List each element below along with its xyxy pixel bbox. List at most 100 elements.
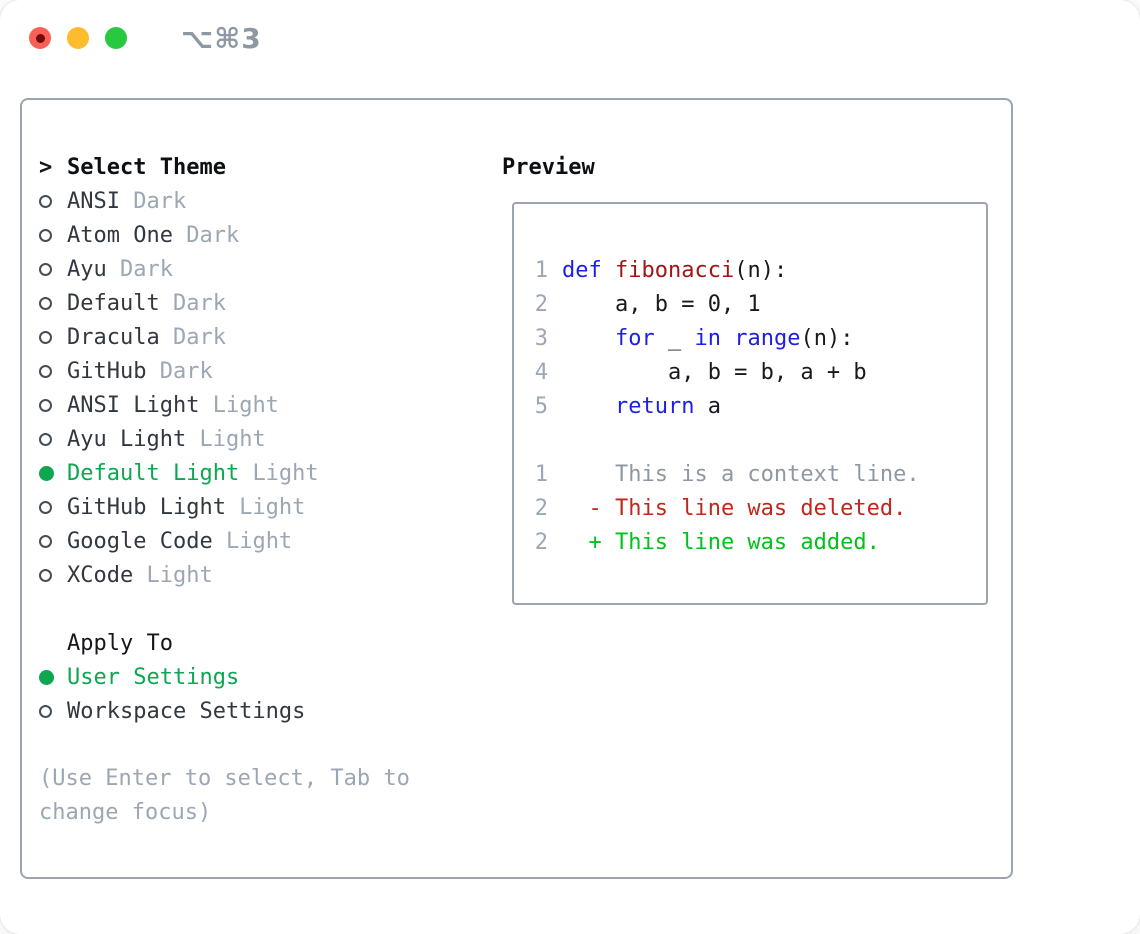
code-token: a, b = 0, 1 <box>562 291 761 317</box>
radio-selected-icon <box>39 465 54 481</box>
theme-variant-tag: Dark <box>133 188 187 214</box>
code-token: a <box>694 393 721 419</box>
theme-option-label: Ayu <box>67 256 120 282</box>
theme-option-label: GitHub <box>67 358 160 384</box>
theme-variant-tag: Light <box>146 562 213 588</box>
minimize-button[interactable] <box>67 27 89 49</box>
theme-variant-tag: Light <box>239 494 306 520</box>
code-token: - This line was deleted. <box>562 495 907 521</box>
apply-to-option-label: User Settings <box>67 664 240 690</box>
radio-selected-icon <box>39 669 54 685</box>
theme-option-label: GitHub Light <box>67 494 240 520</box>
theme-variant-tag: Dark <box>172 290 226 316</box>
line-number: 2 <box>534 291 548 317</box>
window-shortcut-label: ⌥⌘3 <box>181 21 262 55</box>
radio-icon <box>39 568 52 582</box>
code-line: 3 for _ in range(n): <box>534 321 986 355</box>
radio-icon <box>39 398 52 412</box>
code-token <box>562 394 615 419</box>
radio-icon <box>39 534 52 548</box>
help-text: (Use Enter to select, Tab to change focu… <box>39 766 410 825</box>
code-line: 5 return a <box>534 389 986 423</box>
theme-option[interactable]: Default Dark <box>39 286 469 320</box>
apply-to-title: Apply To <box>67 630 173 656</box>
code-token: fibonacci <box>614 257 735 283</box>
theme-option[interactable]: Ayu Light Light <box>39 422 469 456</box>
radio-icon <box>39 364 52 378</box>
code-line: 2 + This line was added. <box>534 525 986 559</box>
theme-option[interactable]: Atom One Dark <box>39 218 469 252</box>
titlebar: ⌥⌘3 <box>0 0 1140 76</box>
apply-to-option-label: Workspace Settings <box>67 698 306 724</box>
code-token: return <box>614 393 695 419</box>
theme-option-label: XCode <box>67 562 147 588</box>
code-token <box>721 326 734 351</box>
radio-icon <box>39 500 52 514</box>
theme-option-label: Atom One <box>67 222 187 248</box>
code-line: 1 This is a context line. <box>534 457 986 491</box>
theme-option[interactable]: Ayu Dark <box>39 252 469 286</box>
code-token: for <box>614 325 655 351</box>
code-token: (n): <box>734 257 788 283</box>
close-button[interactable] <box>29 27 51 49</box>
code-token: range <box>734 325 801 351</box>
theme-option[interactable]: ANSI Dark <box>39 184 469 218</box>
theme-option-label: Default <box>67 290 173 316</box>
theme-option[interactable]: Google Code Light <box>39 524 469 558</box>
theme-variant-tag: Light <box>225 528 293 554</box>
line-number: 3 <box>534 325 548 351</box>
code-token: (n): <box>800 325 854 351</box>
code-line: 4 a, b = b, a + b <box>534 355 986 389</box>
apply-to-option[interactable]: User Settings <box>39 660 469 694</box>
theme-variant-tag: Light <box>199 426 266 452</box>
theme-option-label: Ayu Light <box>67 426 200 452</box>
code-token <box>562 326 615 351</box>
modified-indicator-icon <box>35 33 45 43</box>
prompt-icon: > <box>39 154 53 180</box>
theme-option-label: Google Code <box>67 528 226 554</box>
theme-variant-tag: Dark <box>172 324 226 350</box>
theme-option-label: Dracula <box>67 324 173 350</box>
code-token: + This line was added. <box>562 529 880 555</box>
code-token: _ <box>654 325 695 351</box>
line-number: 2 <box>534 529 548 555</box>
code-token: in <box>694 325 721 351</box>
radio-icon <box>39 704 52 718</box>
code-token: This is a context line. <box>562 461 920 487</box>
theme-option-label: ANSI Light <box>67 392 213 418</box>
select-theme-title: Select Theme <box>67 154 226 180</box>
theme-option[interactable]: GitHub Light Light <box>39 490 469 524</box>
theme-option[interactable]: Default Light Light <box>39 456 469 490</box>
theme-option[interactable]: Dracula Dark <box>39 320 469 354</box>
apply-to-option[interactable]: Workspace Settings <box>39 694 469 728</box>
radio-icon <box>39 432 52 446</box>
line-number: 4 <box>534 359 548 385</box>
apply-to-heading: Apply To <box>39 626 469 660</box>
theme-variant-tag: Dark <box>159 358 213 384</box>
theme-option-label: Default Light <box>67 460 253 486</box>
radio-icon <box>39 262 52 276</box>
line-number: 1 <box>534 461 548 487</box>
radio-icon <box>39 330 52 344</box>
preview-title: Preview <box>502 154 595 180</box>
code-line: 2 a, b = 0, 1 <box>534 287 986 321</box>
line-number: 2 <box>534 495 548 521</box>
code-line: 2 - This line was deleted. <box>534 491 986 525</box>
radio-icon <box>39 194 52 208</box>
theme-variant-tag: Light <box>212 392 279 418</box>
theme-option[interactable]: ANSI Light Light <box>39 388 469 422</box>
theme-option[interactable]: XCode Light <box>39 558 469 592</box>
zoom-button[interactable] <box>105 27 127 49</box>
code-line: 1 def fibonacci(n): <box>534 253 986 287</box>
line-number: 1 <box>534 257 548 283</box>
radio-icon <box>39 296 52 310</box>
code-token: def <box>562 257 615 283</box>
theme-option-label: ANSI <box>67 188 134 214</box>
theme-option[interactable]: GitHub Dark <box>39 354 469 388</box>
